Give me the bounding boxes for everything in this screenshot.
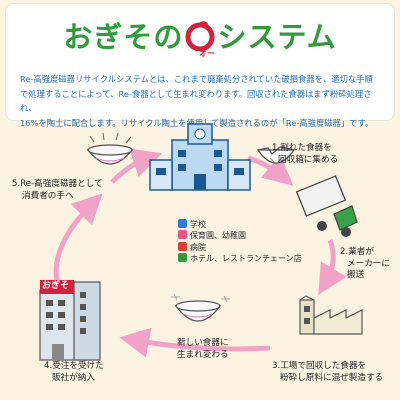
- cycle-arrow: [53, 193, 103, 287]
- description: Re-高強度磁器リサイクルシステムとは、これまで廃棄処分されていた破損食器を、適…: [20, 72, 384, 130]
- truck-icon: [295, 175, 358, 237]
- factory-icon: [299, 295, 363, 335]
- hotel-icon: [178, 252, 187, 262]
- cycle-arrow: [318, 239, 347, 295]
- step-4-label: 4.受注を受けた 販社が納入: [44, 361, 104, 383]
- cycle-arrow: [247, 154, 294, 186]
- legend-item: 病院: [178, 241, 302, 253]
- bowl-icon: [86, 132, 134, 165]
- school-icon: [178, 219, 187, 228]
- step-3-label: 3.工場で回収した食器を 粉砕し原料に混ぜ製造する: [272, 361, 384, 383]
- legend-item: 学校: [178, 219, 302, 230]
- school-building-icon: [149, 123, 251, 191]
- description-line: で処理することによって、Re-食器として生まれ変わります。回収された食器はまず粉…: [20, 88, 372, 114]
- title-suffix: システム: [217, 20, 337, 54]
- step-5-label: 5.Re-高強度磁器として 消費者の手へ: [12, 179, 103, 201]
- new-bowl-icon: [171, 293, 230, 322]
- step-2-label: 2.業者が メーカーに 搬送: [340, 247, 390, 280]
- cycle-arrow: [110, 148, 163, 184]
- legend-item: 保育園、幼稚園: [178, 230, 302, 241]
- legend-item: ホテル、レストランチェーン店: [178, 252, 302, 264]
- title-prefix: おぎその: [63, 20, 184, 54]
- title-ruby: オー: [199, 49, 215, 58]
- broken-bowl-icon: [256, 146, 296, 165]
- renewal-label: 新しい食器に 生まれ変わる: [177, 338, 229, 360]
- office-building-icon: [39, 280, 101, 361]
- nursery-icon: [178, 230, 187, 240]
- step-1-label: 1.割れた食器を 回収箱に集める: [272, 143, 339, 165]
- description-line: 16%を陶土に配合します。リサイクル陶土を使用して製造されるのが「Re-高強度磁…: [20, 117, 374, 128]
- description-line: Re-高強度磁器リサイクルシステムとは、これまで廃棄処分されていた破損食器を、適…: [20, 74, 373, 84]
- page-title: おぎそのシステム: [6, 14, 394, 56]
- cycle-arrow: [119, 327, 271, 358]
- header-banner: おぎそのシステム オー Re-高強度磁器リサイクルシステムとは、これまで廃棄処分…: [6, 4, 394, 128]
- hospital-icon: [178, 241, 187, 251]
- o-logo-icon: [185, 21, 215, 52]
- building-sign: おぎそ: [42, 281, 70, 291]
- facility-legend: 学校 保育園、幼稚園 病院 ホテル、レストランチェーン店: [178, 219, 302, 264]
